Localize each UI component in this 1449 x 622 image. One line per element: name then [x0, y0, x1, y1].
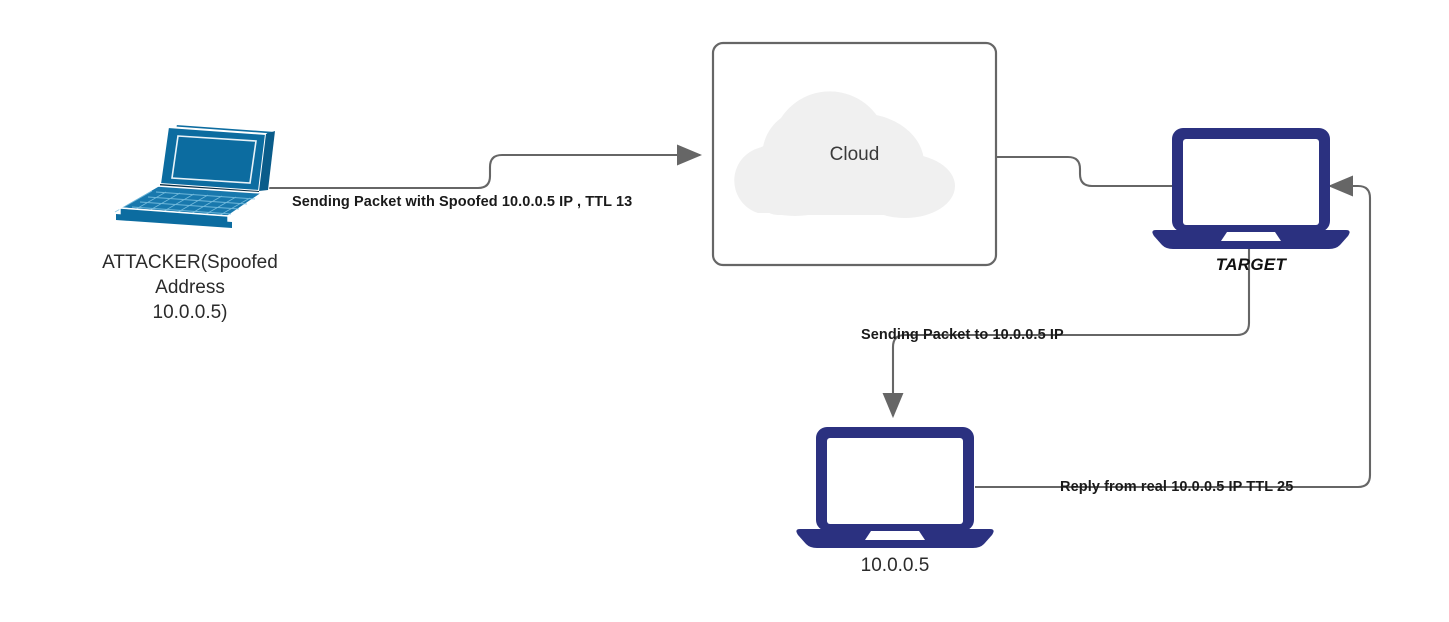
attacker-label-line2: Address [155, 277, 225, 298]
attacker-label-line3: 10.0.0.5) [152, 302, 228, 323]
laptop-front-icon-victim[interactable] [796, 427, 994, 548]
attacker-label-line1: ATTACKER(Spoofed [102, 252, 278, 273]
laptop-front-icon-target[interactable] [1152, 128, 1350, 249]
cloud-icon [734, 91, 955, 218]
attacker-caption: ATTACKER(Spoofed Address 10.0.0.5) [40, 250, 340, 325]
edge-label-attacker-to-cloud: Sending Packet with Spoofed 10.0.0.5 IP … [292, 194, 633, 210]
edge-victim-to-target [975, 175, 1372, 489]
cloud-label: Cloud [829, 144, 880, 165]
edge-label-target-to-victim: Sending Packet to 10.0.0.5 IP [861, 327, 1064, 343]
target-label: TARGET [1215, 255, 1287, 274]
edge-label-victim-to-target: Reply from real 10.0.0.5 IP TTL 25 [1060, 479, 1294, 495]
laptop-isometric-icon[interactable] [114, 122, 277, 228]
edge-target-to-victim [882, 247, 1251, 419]
victim-label: 10.0.0.5 [860, 555, 930, 576]
edge-cloud-to-target [996, 155, 1172, 188]
edge-attacker-to-cloud [262, 144, 703, 190]
cloud-box[interactable] [711, 41, 998, 267]
